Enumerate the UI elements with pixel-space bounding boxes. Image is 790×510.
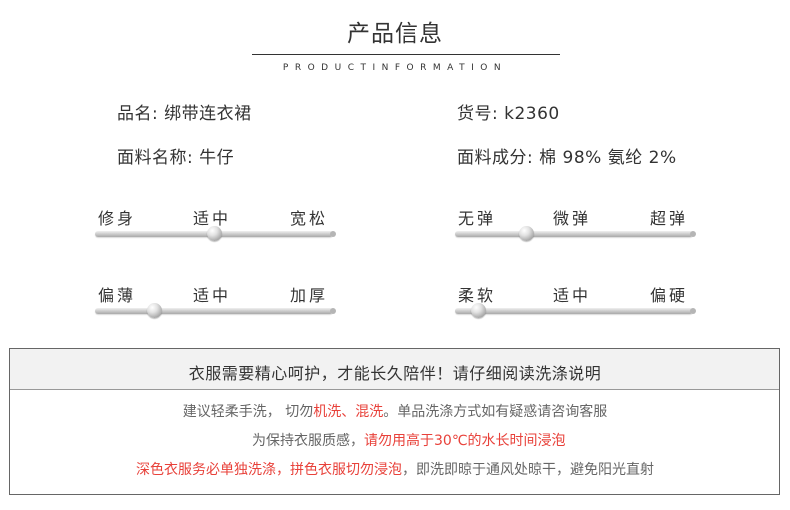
care-line-2-part-a: 为保持衣服质感， <box>252 433 364 449</box>
care-line-3-warning: 深色衣服务必单独洗涤，拼色衣服切勿浸泡 <box>136 462 402 478</box>
thickness-label-thin: 偏薄 <box>98 286 137 305</box>
fit-label-slim: 修身 <box>98 209 137 228</box>
fit-slider-knob <box>206 226 222 241</box>
care-line-1-part-c: 。单品洗涤方式如有疑惑请咨询客服 <box>383 404 608 420</box>
softness-label-medium: 适中 <box>553 286 592 305</box>
care-line-3: 深色衣服务必单独洗涤，拼色衣服切勿浸泡，即洗即晾于通风处晾干，避免阳光直射 <box>0 459 790 479</box>
softness-label-hard: 偏硬 <box>650 286 689 305</box>
fit-label-regular: 适中 <box>193 209 232 228</box>
care-line-1: 建议轻柔手洗， 切勿机洗、混洗。单品洗涤方式如有疑惑请咨询客服 <box>0 401 790 421</box>
fabric-name: 面料名称: 牛仔 <box>117 148 235 168</box>
care-line-2: 为保持衣服质感，请勿用高于30℃的水长时间浸泡 <box>252 430 566 450</box>
product-name: 品名: 绑带连衣裙 <box>117 104 252 124</box>
care-instructions-box <box>9 348 780 495</box>
fit-slider-track <box>95 226 336 241</box>
care-header-band <box>9 348 780 390</box>
softness-slider-knob <box>471 303 487 318</box>
softness-slider-track <box>455 303 696 318</box>
thickness-slider-knob <box>147 303 162 318</box>
elasticity-slider-track <box>455 226 696 241</box>
page-title: 产品信息 <box>347 21 443 47</box>
title-divider <box>252 54 560 55</box>
thickness-slider-track <box>95 303 336 318</box>
elasticity-slider-knob <box>518 226 534 241</box>
care-line-1-warning: 机洗、混洗 <box>313 404 384 420</box>
care-heading: 衣服需要精心呵护，才能长久陪伴！请仔细阅读洗涤说明 <box>188 364 602 383</box>
elasticity-label-none: 无弹 <box>458 209 497 228</box>
softness-label-soft: 柔软 <box>458 286 497 305</box>
page-subtitle: PRODUCTINFORMATION <box>282 63 508 73</box>
fabric-composition: 面料成分: 棉 98% 氨纶 2% <box>457 148 677 168</box>
care-line-3-part-b: ，即洗即晾于通风处晾干，避免阳光直射 <box>402 462 654 478</box>
elasticity-label-slight: 微弹 <box>553 209 592 228</box>
thickness-label-thick: 加厚 <box>290 286 329 305</box>
thickness-label-medium: 适中 <box>193 286 232 305</box>
fit-label-loose: 宽松 <box>290 209 329 228</box>
care-line-1-part-a: 建议轻柔手洗， 切勿 <box>182 404 314 420</box>
item-number: 货号: k2360 <box>457 104 560 124</box>
elasticity-label-super: 超弹 <box>650 209 689 228</box>
care-line-2-warning: 请勿用高于30℃的水长时间浸泡 <box>364 433 566 449</box>
